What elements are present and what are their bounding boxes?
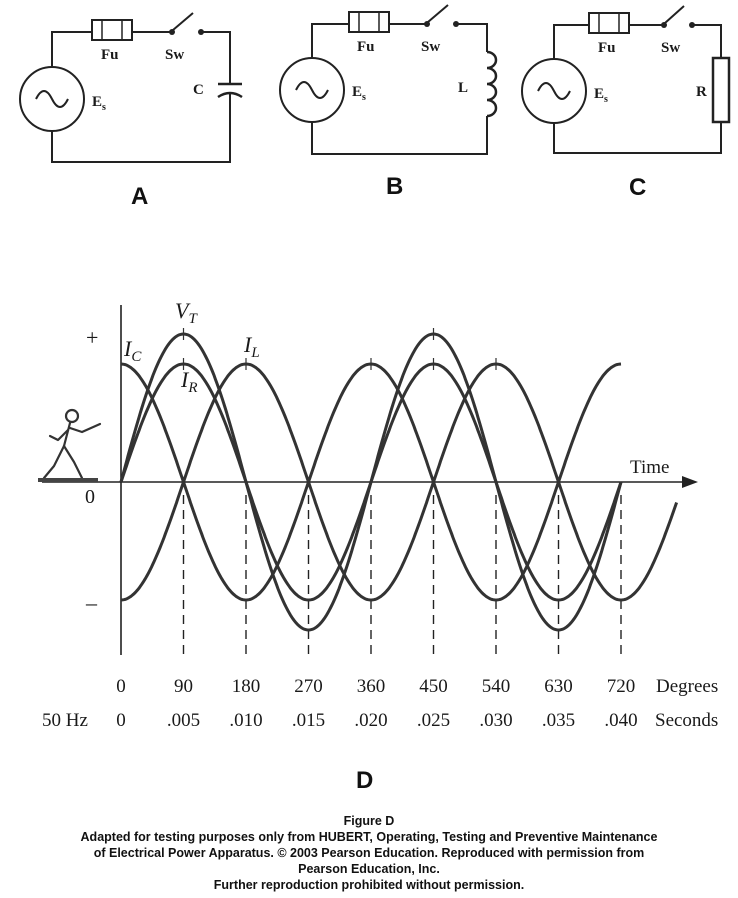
degree-tick-label: 720 (607, 676, 636, 697)
panel-label-c: C (629, 174, 646, 201)
fuse-label: Fu (101, 47, 119, 63)
seconds-tick-label: .010 (229, 710, 262, 731)
seconds-tick-label: .025 (417, 710, 450, 731)
time-label: Time (630, 457, 669, 478)
switch-symbol (664, 5, 685, 24)
figure-ground (38, 478, 98, 482)
fuse-label: Fu (598, 40, 616, 56)
source-label: Es (594, 86, 608, 105)
circuit-c: Fu Sw Es R C (521, 5, 731, 201)
label-il: IL (243, 332, 260, 361)
seconds-unit-label: Seconds (655, 710, 718, 731)
degree-tick-label: 0 (116, 676, 126, 697)
element-label: L (458, 80, 468, 96)
seconds-tick-label: 0 (116, 710, 126, 731)
degree-tick-label: 180 (232, 676, 261, 697)
caption-line: of Electrical Power Apparatus. © 2003 Pe… (93, 846, 645, 860)
switch-symbol (172, 12, 194, 31)
caption-title: Figure D (343, 814, 395, 828)
label-vt: VT (175, 298, 198, 327)
degree-tick-label: 540 (482, 676, 511, 697)
switch-label: Sw (661, 40, 680, 56)
waveform-diagram: + – 0 Time VT IC IL IR 0 90 180 270 360 450 54… (38, 298, 718, 794)
panel-label-a: A (131, 183, 148, 210)
time-axis-arrow (682, 476, 698, 488)
running-figure-icon (38, 408, 102, 482)
current-curve-ir (119, 362, 623, 602)
zero-label: 0 (85, 486, 95, 508)
element-label: C (193, 82, 204, 98)
degree-tick-label: 450 (419, 676, 448, 697)
seconds-tick-label: .015 (292, 710, 325, 731)
figure-caption: Figure D Adapted for testing purposes on… (0, 813, 738, 893)
circuit-a: Fu Sw Es C A (19, 12, 243, 210)
switch-label: Sw (165, 47, 184, 63)
source-label: Es (352, 84, 366, 103)
caption-line: Further reproduction prohibited without … (213, 878, 525, 892)
seconds-labels: 0 .005 .010 .015 .020 .025 .030 .035 .040 (116, 710, 637, 731)
minus-sign: – (85, 590, 98, 615)
fuse-symbol (91, 19, 133, 41)
degree-tick-label: 360 (357, 676, 386, 697)
degrees-unit-label: Degrees (656, 676, 718, 697)
seconds-tick-label: .040 (604, 710, 637, 731)
dashed-guides (182, 495, 622, 655)
fuse-symbol (348, 11, 390, 33)
degree-tick-label: 270 (294, 676, 323, 697)
element-label: R (696, 84, 707, 100)
label-ir: IR (180, 367, 198, 396)
caption-line: Adapted for testing purposes only from H… (80, 830, 658, 844)
switch-symbol (427, 4, 449, 23)
circuit-b: Fu Sw Es L B (279, 4, 498, 200)
seconds-tick-label: .030 (479, 710, 512, 731)
seconds-tick-label: .035 (542, 710, 575, 731)
fuse-symbol (588, 12, 630, 34)
panel-label-b: B (386, 173, 403, 200)
degree-labels: 0 90 180 270 360 450 540 630 720 (116, 676, 635, 697)
seconds-tick-label: .005 (167, 710, 200, 731)
peak-ticks (120, 328, 497, 370)
plus-sign: + (86, 325, 98, 350)
fuse-label: Fu (357, 39, 375, 55)
resistor-symbol (711, 56, 731, 124)
switch-label: Sw (421, 39, 440, 55)
label-ic: IC (123, 336, 142, 365)
current-curve-il (120, 362, 679, 602)
inductor-symbol (486, 50, 498, 118)
seconds-tick-label: .020 (354, 710, 387, 731)
degree-tick-label: 90 (174, 676, 193, 697)
panel-label-d: D (356, 767, 373, 794)
caption-line: Pearson Education, Inc. (298, 862, 440, 876)
source-label: Es (92, 94, 106, 113)
frequency-label: 50 Hz (42, 710, 88, 731)
degree-tick-label: 630 (544, 676, 573, 697)
